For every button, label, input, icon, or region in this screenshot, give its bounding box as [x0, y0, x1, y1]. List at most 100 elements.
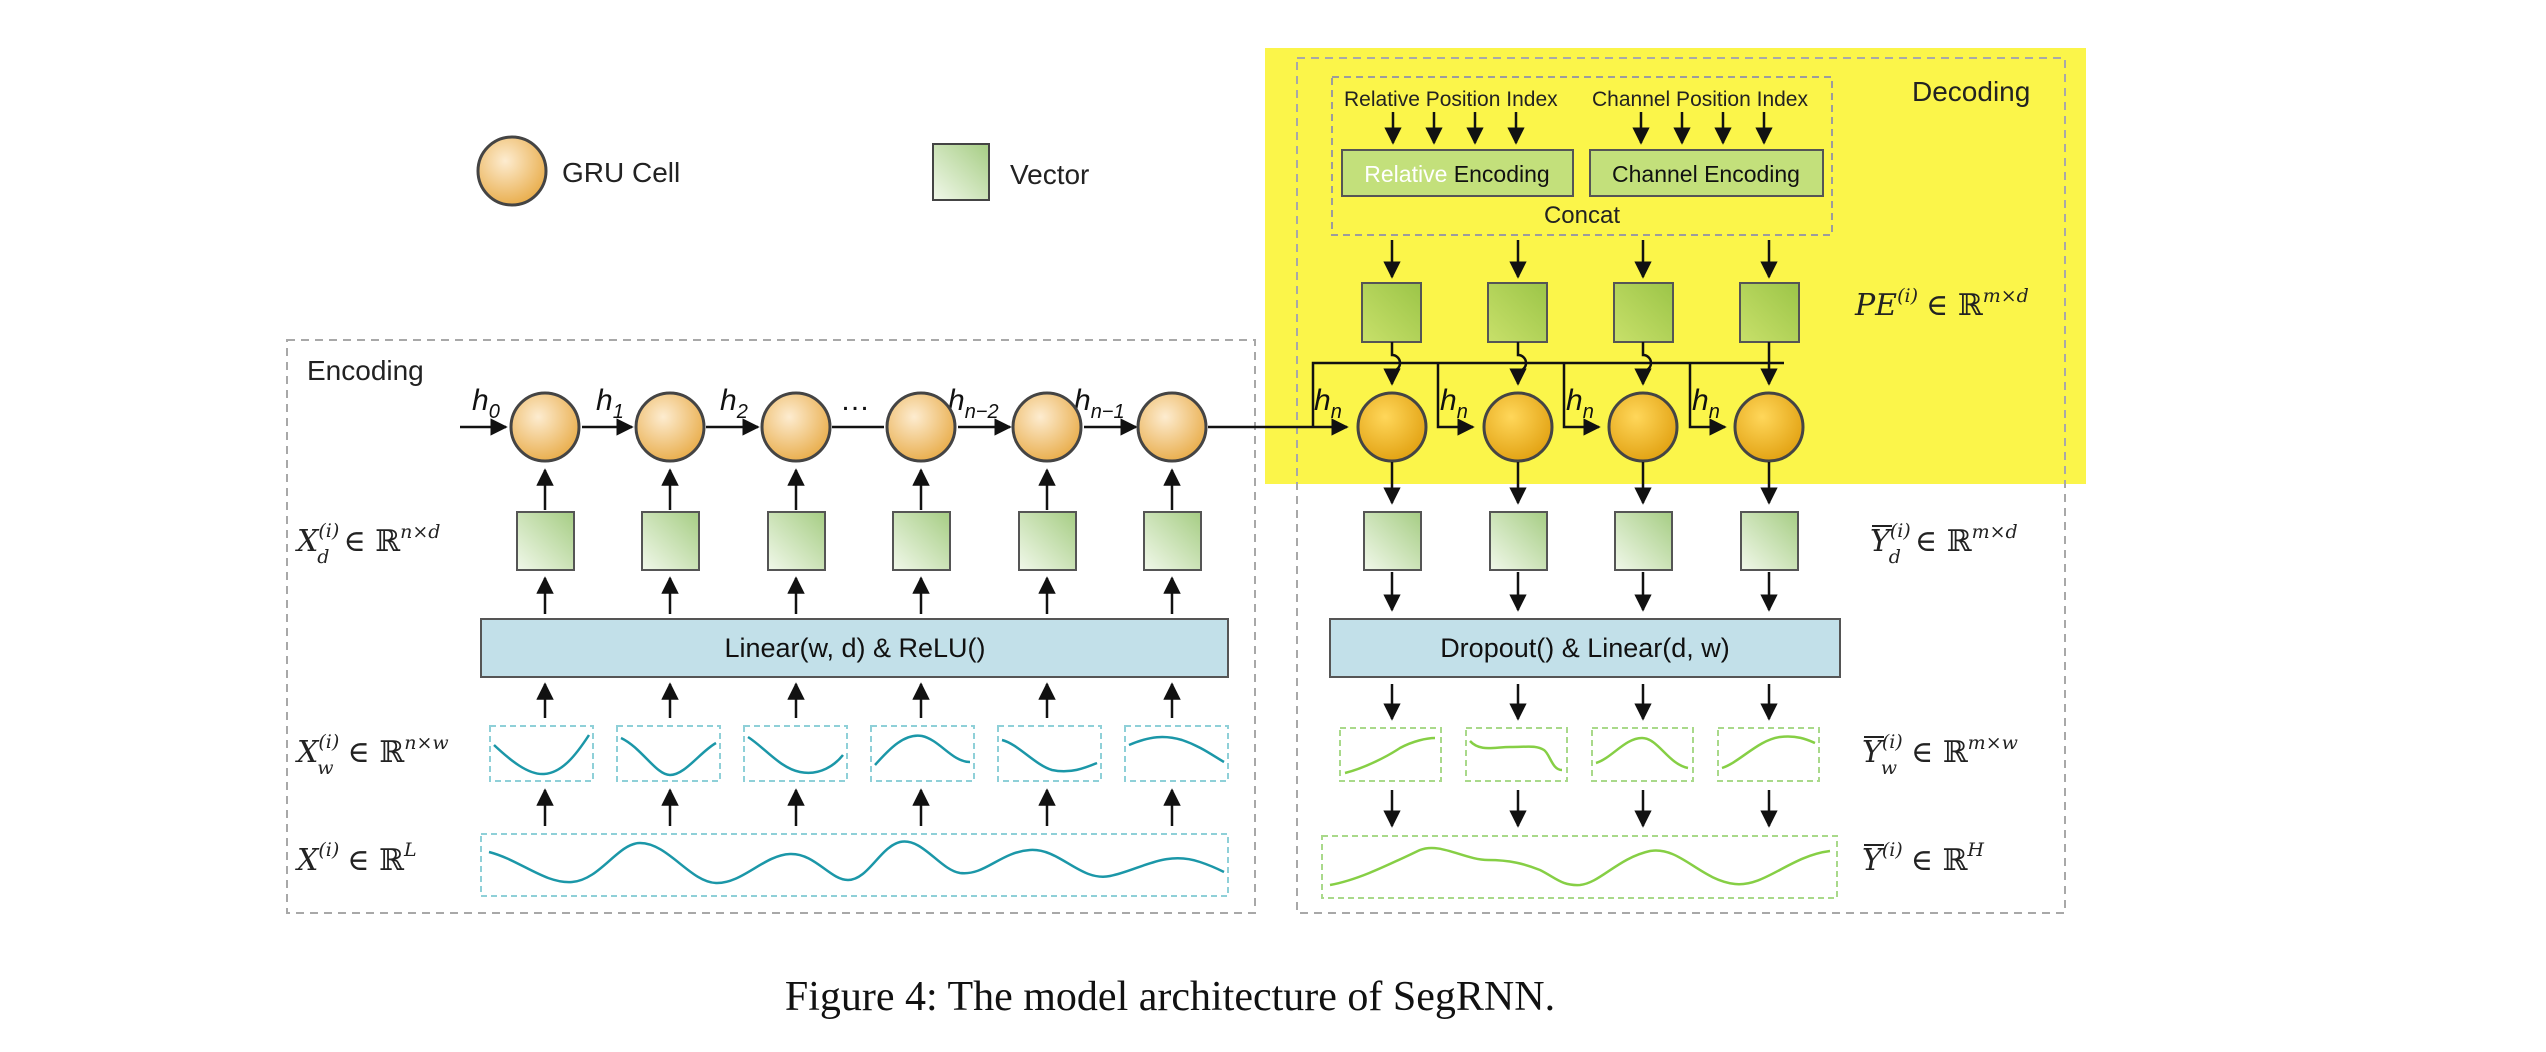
encoder-gru-cell: [760, 391, 832, 463]
xw-wave: [1128, 735, 1225, 764]
yw-label: Y(i)w∈ ℝm×w: [1862, 731, 2018, 779]
hn-sub: n: [1331, 401, 1342, 423]
hidden-main: h: [1074, 384, 1091, 417]
legend-gru-icon: [476, 135, 548, 207]
relative-position-index-label: Relative Position Index: [1344, 88, 1558, 111]
hn-main: h: [1314, 384, 1331, 417]
figure-caption: Figure 4: The model architecture of SegR…: [785, 974, 1555, 1020]
x-series-wave: [488, 840, 1225, 885]
yd-sub: d: [1889, 546, 1901, 568]
encoder-gru-cell: [1136, 391, 1208, 463]
encoding-title: Encoding: [307, 355, 424, 386]
hn-main: h: [1440, 384, 1457, 417]
x-to-xw-arrows: [536, 788, 1181, 826]
yw-wave: [1344, 736, 1436, 775]
channel-encoding-label: Channel Encoding: [1612, 161, 1800, 187]
xw-wave: [493, 734, 591, 776]
hidden-main: h: [948, 384, 965, 417]
yw-wave: [1721, 735, 1816, 770]
yd-vector: [1740, 511, 1799, 571]
xd-vector: [892, 511, 951, 571]
xw-wave: [1001, 738, 1098, 773]
hidden-main: h: [720, 384, 737, 417]
yd-dim: m×d: [1972, 521, 2018, 543]
hidden-sub: 1: [613, 401, 624, 423]
xw-wave: [874, 734, 971, 766]
xd-vector: [516, 511, 575, 571]
y-main: Y: [1862, 843, 1885, 878]
hn-main: h: [1692, 384, 1709, 417]
concat-to-pe-arrows: [1383, 240, 1778, 279]
xd-vector: [767, 511, 826, 571]
dropout-linear-label: Dropout() & Linear(d, w): [1440, 633, 1730, 663]
relative-encoding-label: Relative Encoding: [1364, 161, 1549, 187]
encoder-gru-cells: [509, 391, 1208, 463]
yw-segment-box: [1339, 727, 1442, 782]
yd-sup: (i): [1890, 520, 1911, 542]
hidden-label: h2: [720, 384, 748, 423]
x-series-box: [480, 833, 1229, 897]
hn-label: hn: [1314, 384, 1342, 423]
hn-label: hn: [1566, 384, 1594, 423]
yw-segment-box: [1591, 727, 1694, 782]
yd-label: Y(i)d∈ ℝm×d: [1870, 520, 2018, 568]
hidden-main: h: [596, 384, 613, 417]
xw-sub: w: [317, 757, 333, 779]
hidden-sub: 2: [736, 401, 748, 423]
xd-vector: [1018, 511, 1077, 571]
yd-main: Y: [1870, 524, 1893, 559]
yw-sub: w: [1881, 757, 1897, 779]
pe-vector: [1361, 282, 1422, 343]
y-rest: ∈ ℝ: [1911, 843, 1969, 878]
pe-vector: [1613, 282, 1674, 343]
encoder-gru-cell: [509, 391, 581, 463]
y-series-box: [1321, 835, 1838, 899]
encoder-gru-cell: [634, 391, 706, 463]
xw-segments: [489, 725, 1229, 782]
decoding-region: [1296, 57, 2066, 914]
hidden-label: h1: [596, 384, 624, 423]
pe-vector: [1487, 282, 1548, 343]
pe-vector: [1739, 282, 1800, 343]
pe-sup: (i): [1897, 285, 1918, 307]
yw-sup: (i): [1882, 731, 1903, 753]
hidden-sub: n−2: [965, 401, 999, 423]
hidden-sub: 0: [489, 401, 500, 423]
legend-gru-label: GRU Cell: [562, 157, 680, 188]
decoder-gru-cell: [1607, 391, 1679, 463]
decoder-gru-cell: [1482, 391, 1554, 463]
legend-vector-icon: [932, 143, 990, 201]
encoding-region: [286, 339, 1256, 914]
yw-rest: ∈ ℝ: [1911, 735, 1969, 770]
hn-sub: n: [1709, 401, 1720, 423]
xw-wave: [747, 735, 844, 775]
y-series-wave: [1329, 846, 1831, 887]
linear-to-xd-arrows: [536, 576, 1181, 614]
x-main: X: [295, 843, 320, 878]
xw-rest: ∈ ℝ: [348, 735, 406, 770]
relative-encoding-prefix: Relative: [1364, 161, 1447, 187]
y-sup: (i): [1882, 839, 1903, 861]
linear-relu-box: [480, 618, 1229, 678]
encoder-gru-cell: [885, 391, 957, 463]
xd-label: X(i)d∈ ℝn×d: [295, 520, 440, 568]
xd-dim: n×d: [400, 521, 440, 543]
channel-encoding-box: [1589, 149, 1824, 197]
pe-main: PE: [1854, 288, 1897, 323]
xw-segment-box: [489, 725, 594, 782]
yd-to-dropout-arrows: [1383, 572, 1778, 612]
legend-vector-label: Vector: [1010, 159, 1089, 190]
xw-wave: [620, 736, 717, 777]
yw-to-y-arrows: [1383, 790, 1778, 828]
hidden-main: h: [472, 384, 489, 417]
xw-main: X: [295, 735, 320, 770]
yd-vector: [1614, 511, 1673, 571]
xw-segment-box: [997, 725, 1102, 782]
decoder-gru-cells: [1356, 391, 1805, 463]
decoder-gru-cell: [1733, 391, 1805, 463]
yd-vector: [1363, 511, 1422, 571]
relative-encoding-suffix: Encoding: [1447, 161, 1549, 187]
yd-vectors: [1363, 511, 1799, 571]
yw-wave: [1469, 740, 1563, 772]
